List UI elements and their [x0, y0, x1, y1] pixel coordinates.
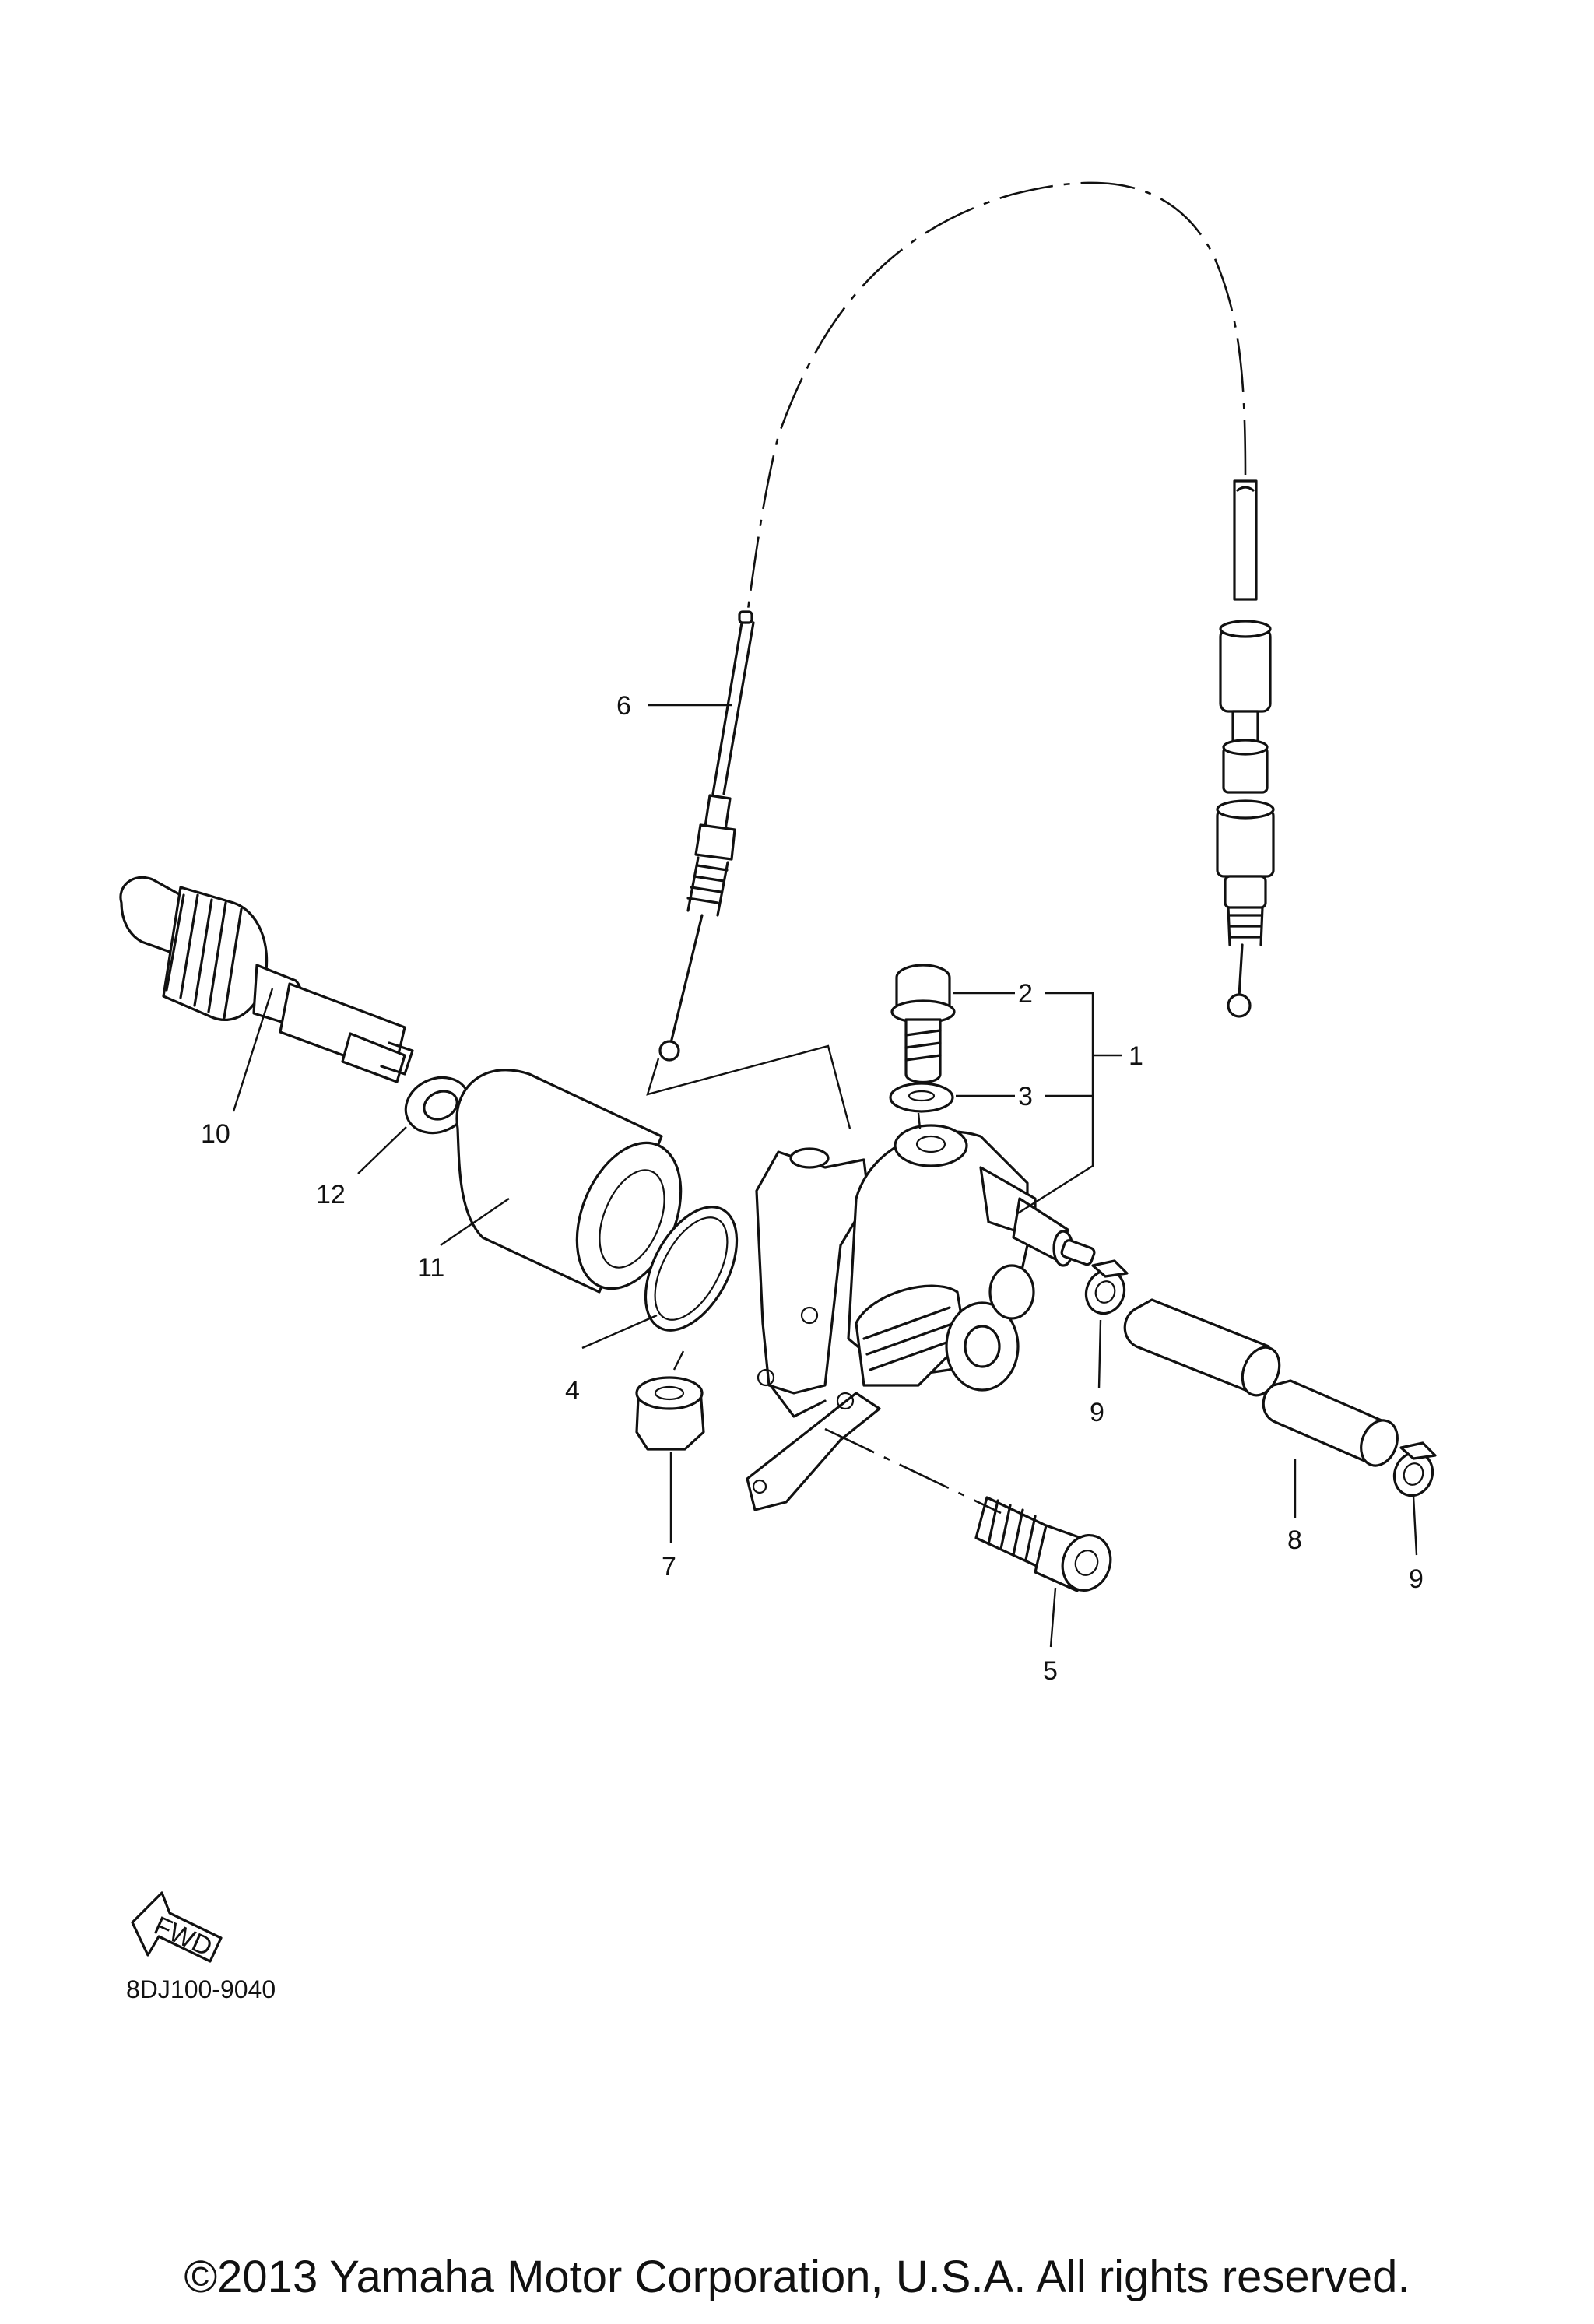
- callout-9b: 9: [1409, 1564, 1424, 1594]
- callout-1: 1: [1129, 1041, 1143, 1071]
- center-line-5: [824, 1427, 1002, 1515]
- center-line-7: [672, 1350, 685, 1371]
- pump-drive-gear: [119, 876, 414, 1083]
- callout-10: 10: [201, 1119, 230, 1149]
- callout-8: 8: [1287, 1525, 1302, 1555]
- callout-11-area: 12: [316, 1180, 346, 1209]
- callout-3: 3: [1018, 1082, 1033, 1111]
- hose-clamp-9b: [1392, 1441, 1437, 1497]
- center-line-2-3: [917, 1112, 922, 1129]
- callout-6: 6: [616, 691, 631, 721]
- hose-clamp-9a: [1084, 1259, 1129, 1315]
- oil-pump-assembly: [746, 1124, 1096, 1511]
- callout-11: 11: [417, 1253, 444, 1283]
- bolt-2: [890, 964, 956, 1083]
- hose-8: [1123, 1298, 1399, 1467]
- bushing-11: [455, 1069, 683, 1294]
- cable-leader-line: [646, 1044, 851, 1129]
- washer-3: [889, 1082, 954, 1113]
- oil-pump-cable: [658, 181, 1275, 1062]
- callout-7: 7: [662, 1552, 676, 1582]
- washer-12: [404, 1076, 471, 1135]
- forward-direction-badge: FWD: [131, 1891, 223, 1963]
- callout-2: 2: [1018, 979, 1033, 1009]
- callout-5: 5: [1043, 1656, 1058, 1686]
- callout-9a: 9: [1090, 1398, 1104, 1427]
- o-ring-4: [644, 1206, 739, 1332]
- callout-leaders: [232, 704, 1418, 1648]
- diagram-code: 8DJ100-9040: [126, 1975, 276, 2003]
- bolt-5: [974, 1496, 1112, 1592]
- callout-4: 4: [565, 1376, 580, 1406]
- nut-7: [635, 1376, 705, 1451]
- copyright-notice: ©2013 Yamaha Motor Corporation, U.S.A. A…: [184, 2252, 1410, 2302]
- callout-labels: 1 2 3 4 5 6 7 8 9 9 10 12 11: [201, 691, 1424, 1686]
